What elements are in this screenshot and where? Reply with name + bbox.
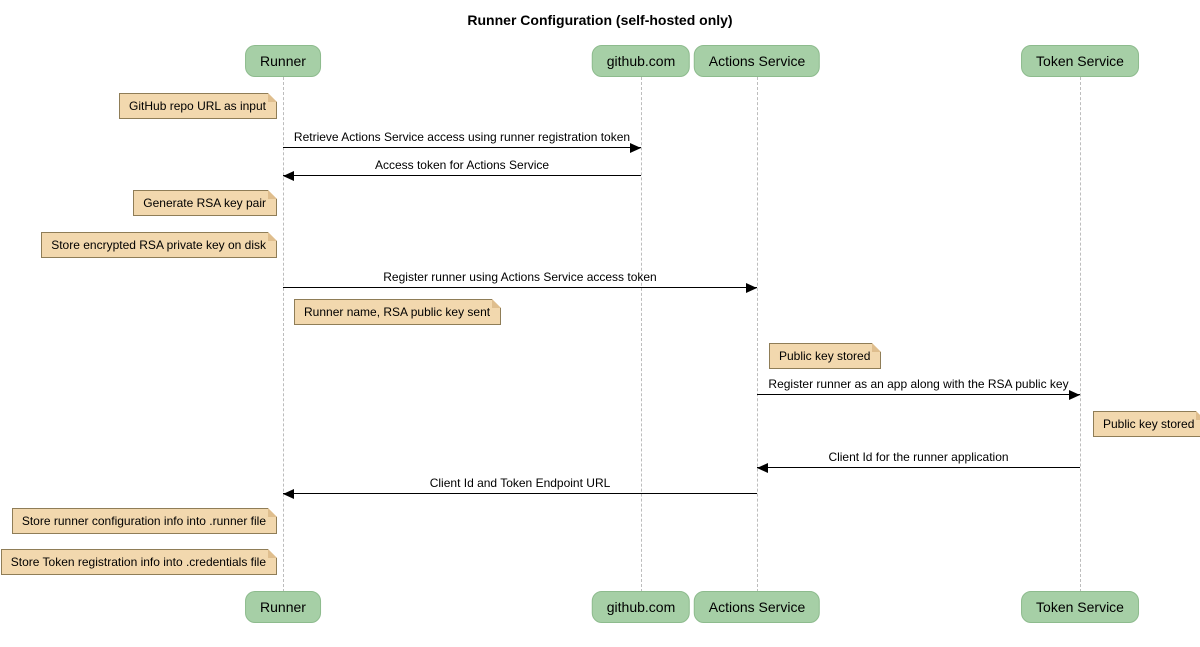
arrowhead-right-icon (630, 142, 641, 153)
message-line (283, 147, 641, 148)
note-fold-icon (872, 343, 882, 352)
note-text: Store runner configuration info into .ru… (21, 514, 266, 528)
note-text: Runner name, RSA public key sent (304, 305, 491, 319)
arrowhead-right-icon (1069, 389, 1080, 400)
note-fold-icon (268, 232, 277, 241)
message-label: Register runner using Actions Service ac… (383, 270, 657, 284)
message-line (757, 394, 1080, 395)
message-line (757, 467, 1080, 468)
note-text: Store Token registration info into .cred… (10, 555, 266, 569)
note-fold-icon (268, 549, 277, 558)
note-generate-rsa-key-pair: Generate RSA key pair (133, 190, 277, 216)
note-public-key-stored-token-service: Public key stored (1093, 411, 1200, 437)
message-client-id-for-runner-application: Client Id for the runner application (757, 450, 1080, 474)
arrowhead-left-icon (283, 488, 294, 499)
message-access-token-for-actions-service: Access token for Actions Service (283, 158, 641, 182)
note-fold-icon (268, 508, 277, 517)
note-store-encrypted-rsa-private-key: Store encrypted RSA private key on disk (41, 232, 277, 258)
note-store-token-registration: Store Token registration info into .cred… (0, 549, 277, 575)
message-label: Client Id and Token Endpoint URL (429, 476, 611, 490)
message-client-id-and-token-endpoint-url: Client Id and Token Endpoint URL (283, 476, 757, 500)
message-register-runner-as-app: Register runner as an app along with the… (757, 377, 1080, 401)
note-fold-icon (492, 299, 502, 308)
participant-token-service-bottom: Token Service (1021, 591, 1139, 623)
note-fold-icon (268, 93, 277, 102)
message-line (283, 287, 757, 288)
lifeline-runner (283, 77, 284, 592)
participant-github-com-bottom: github.com (591, 591, 691, 623)
message-label: Register runner as an app along with the… (768, 377, 1069, 391)
note-fold-icon (268, 190, 277, 199)
lifeline-token-service (1080, 77, 1081, 592)
note-runner-name-rsa-public-key-sent: Runner name, RSA public key sent (294, 299, 502, 325)
message-line (283, 175, 641, 176)
note-store-runner-configuration: Store runner configuration info into .ru… (11, 508, 277, 534)
note-text: Public key stored (779, 349, 871, 363)
message-retrieve-actions-service-access: Retrieve Actions Service access using ru… (283, 130, 641, 154)
arrowhead-right-icon (746, 282, 757, 293)
lifeline-actions-service (757, 77, 758, 592)
note-text: Store encrypted RSA private key on disk (51, 238, 266, 252)
arrowhead-left-icon (757, 462, 768, 473)
participant-github-com-top: github.com (591, 45, 691, 77)
diagram-title: Runner Configuration (self-hosted only) (467, 12, 733, 28)
participant-token-service-top: Token Service (1021, 45, 1139, 77)
message-line (283, 493, 757, 494)
participant-runner-top: Runner (245, 45, 321, 77)
message-label: Client Id for the runner application (828, 450, 1009, 464)
note-text: Public key stored (1103, 417, 1195, 431)
participant-actions-service-bottom: Actions Service (693, 591, 821, 623)
note-fold-icon (1196, 411, 1200, 420)
participant-runner-bottom: Runner (245, 591, 321, 623)
note-text: GitHub repo URL as input (129, 99, 266, 113)
participant-actions-service-top: Actions Service (693, 45, 821, 77)
note-github-repo-url: GitHub repo URL as input (119, 93, 277, 119)
message-label: Access token for Actions Service (374, 158, 550, 172)
lifeline-github-com (641, 77, 642, 592)
message-label: Retrieve Actions Service access using ru… (293, 130, 631, 144)
note-text: Generate RSA key pair (143, 196, 266, 210)
note-public-key-stored-actions-service: Public key stored (769, 343, 882, 369)
arrowhead-left-icon (283, 170, 294, 181)
message-register-runner: Register runner using Actions Service ac… (283, 270, 757, 294)
